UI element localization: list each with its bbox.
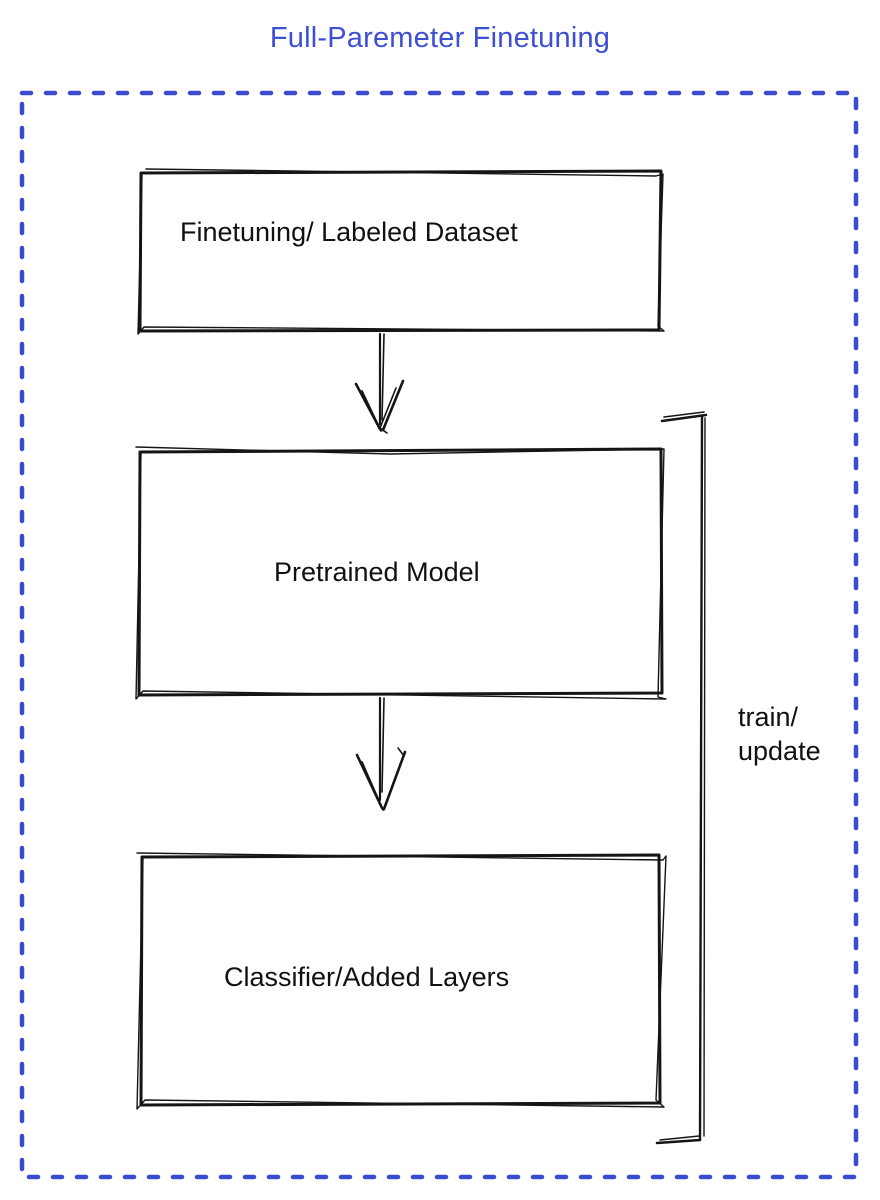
- arrowhead-right: [382, 750, 407, 811]
- bracket-label: train/ update: [738, 700, 821, 768]
- arrow-shaft-sketch: [381, 697, 385, 793]
- arrowhead-right: [381, 379, 405, 432]
- bracket-label-line1: train/: [738, 702, 799, 732]
- arrow-dataset-to-pretrained: [354, 332, 405, 434]
- bracket-bottom-sketch: [659, 1135, 700, 1141]
- arrowhead-left-sketch: [361, 390, 382, 432]
- bracket-vertical: [698, 414, 704, 1142]
- diagram-title: Full-Paremeter Finetuning: [269, 22, 611, 54]
- dataset-box: [138, 169, 663, 333]
- arrow-pretrained-to-classifier: [355, 696, 407, 811]
- dataset-box-label: Finetuning/ Labeled Dataset: [180, 217, 518, 247]
- dotted-frame-border: [19, 90, 859, 1180]
- arrowhead-right-sketch: [379, 387, 397, 434]
- bracket-label-line2: update: [738, 736, 821, 766]
- arrow-shaft-sketch: [381, 333, 385, 421]
- classifier-box-label: Classifier/Added Layers: [224, 962, 510, 992]
- bracket-vertical-sketch: [703, 417, 706, 1137]
- pretrained-box-sketch-stroke: [135, 446, 667, 700]
- bracket-bottom: [655, 1138, 702, 1145]
- pretrained-box: [137, 447, 664, 697]
- arrowhead-right-sketch: [397, 747, 405, 757]
- classifier-box-sketch-stroke: [136, 852, 667, 1110]
- pretrained-box-label: Pretrained Model: [274, 557, 480, 587]
- arrowhead-left-sketch: [361, 761, 384, 811]
- bracket-top-sketch: [663, 411, 705, 418]
- train-update-bracket: [655, 411, 708, 1145]
- dataset-box-sketch-stroke: [137, 168, 665, 335]
- bracket-top: [660, 413, 708, 423]
